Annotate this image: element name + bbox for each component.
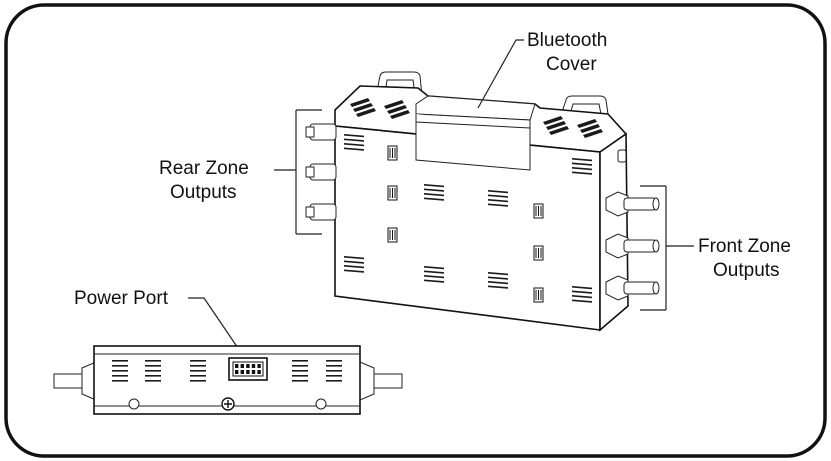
bluetooth-cover-label-line2: Cover <box>546 54 597 75</box>
front-panel-vents <box>344 134 592 303</box>
front-zone-label-line1: Front Zone <box>698 236 791 257</box>
side-knob <box>617 149 627 163</box>
front-zone-callout: Front Zone Outputs <box>640 185 791 311</box>
rear-zone-connectors <box>305 123 337 221</box>
front-zone-bracket <box>640 185 694 311</box>
end-view-vents <box>112 360 342 382</box>
amplifier-unit <box>305 71 660 332</box>
power-port-connector <box>228 357 268 381</box>
front-zone-connectors <box>605 191 660 301</box>
rear-zone-label-line2: Outputs <box>170 182 237 203</box>
top-vents-right <box>543 116 603 138</box>
power-port-callout: Power Port <box>74 288 243 355</box>
rear-zone-bracket <box>274 109 322 235</box>
bluetooth-cover-label-line1: Bluetooth <box>527 30 607 51</box>
bluetooth-cover <box>415 95 536 171</box>
right-handle <box>561 95 609 115</box>
unit-side-face <box>599 132 629 332</box>
power-port-label: Power Port <box>74 288 169 309</box>
amplifier-end-view <box>53 345 403 415</box>
power-port-leader-line <box>188 297 243 355</box>
bluetooth-cover-callout: Bluetooth Cover <box>477 30 607 109</box>
mount-hole-left <box>128 398 140 410</box>
rear-zone-label-line1: Rear Zone <box>159 158 249 179</box>
mount-hole-right <box>315 398 327 410</box>
rear-zone-callout: Rear Zone Outputs <box>159 109 322 235</box>
front-zone-label-line2: Outputs <box>713 260 780 281</box>
top-vents-left <box>350 98 410 119</box>
bluetooth-leader-line <box>477 39 524 109</box>
